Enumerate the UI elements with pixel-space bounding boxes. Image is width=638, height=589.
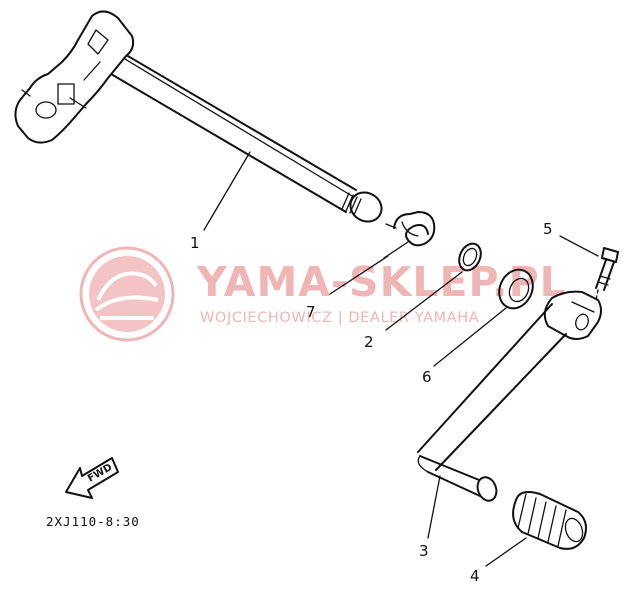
callout-4: 4 (470, 567, 480, 585)
shift-shaft-part-1: 1 (14, 10, 383, 252)
fwd-arrow: FWD (65, 457, 119, 499)
shift-pedal-part-3: 3 (417, 290, 602, 560)
callout-3: 3 (419, 542, 429, 560)
spring-part-7: 7 (306, 211, 436, 321)
watermark-logo (79, 246, 175, 342)
diagram-code: 2XJ110-8:30 (46, 514, 140, 529)
callout-6: 6 (422, 368, 432, 386)
callout-5: 5 (543, 220, 553, 238)
callout-7: 7 (306, 303, 316, 321)
oil-seal-part-6: 6 (422, 268, 534, 386)
watermark: YAMA-SKLEP.PL WOJCIECHOWICZ | DEALER YAM… (79, 246, 567, 342)
callout-1: 1 (190, 234, 200, 252)
watermark-title: YAMA-SKLEP.PL (196, 258, 567, 306)
rubber-part-4: 4 (470, 491, 587, 585)
watermark-subtitle: WOJCIECHOWICZ | DEALER YAMAHA (200, 310, 479, 326)
circlip-part-2: 2 (364, 242, 482, 351)
bolt-part-5: 5 (543, 220, 619, 301)
callout-2: 2 (364, 333, 374, 351)
